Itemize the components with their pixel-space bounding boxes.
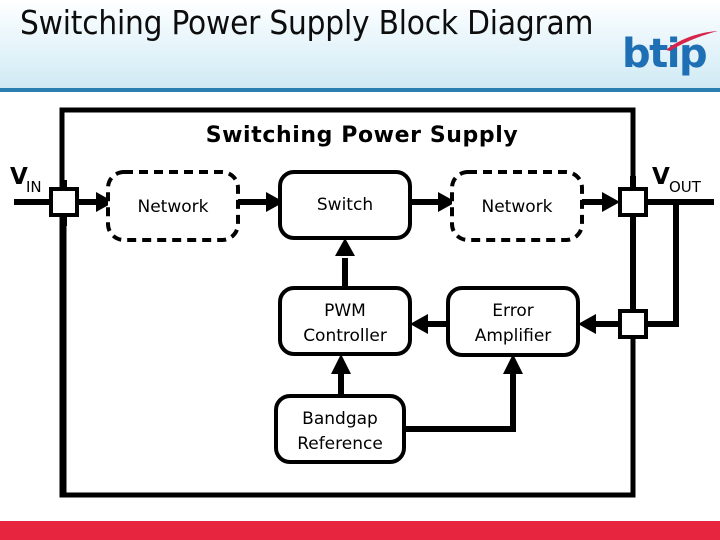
arrowhead-feedback-to-erramp bbox=[578, 314, 596, 334]
arrowhead-network-to-vout bbox=[602, 192, 620, 212]
swoosh-accent-icon bbox=[666, 31, 718, 51]
block-output-network-shape[interactable] bbox=[450, 170, 584, 242]
block-bandgap-reference-label-line1: Bandgap bbox=[302, 409, 378, 429]
block-input-network-label: Network bbox=[138, 197, 209, 217]
page-title: Switching Power Supply Block Diagram bbox=[20, 3, 594, 42]
block-pwm-controller-shape[interactable] bbox=[278, 286, 412, 356]
arrowhead-bandgap-to-erramp bbox=[503, 354, 523, 374]
block-error-amplifier-label-line2: Amplifier bbox=[475, 326, 552, 346]
terminal-vout[interactable]: V OUT bbox=[618, 164, 702, 217]
arrowhead-vin-to-network bbox=[96, 192, 114, 212]
footer-accent-band bbox=[0, 521, 720, 540]
block-switch-shape[interactable] bbox=[278, 170, 412, 240]
wire-bandgap-to-erramp bbox=[404, 374, 516, 432]
block-pwm-controller-label-line2: Controller bbox=[303, 326, 387, 346]
block-error-amplifier-label-line1: Error bbox=[492, 301, 533, 321]
diagram-caption: Switching Power Supply bbox=[206, 123, 519, 148]
terminal-vin[interactable]: V IN bbox=[10, 164, 79, 217]
block-pwm-controller-label-line1: PWM bbox=[324, 301, 366, 321]
btip-logo[interactable]: btip bbox=[622, 31, 718, 84]
block-output-network-label: Network bbox=[482, 197, 553, 217]
arrowhead-network-to-switch bbox=[266, 192, 284, 212]
arrowhead-bandgap-to-pwm bbox=[331, 354, 351, 374]
header-divider-rule bbox=[0, 88, 720, 92]
logo-wordmark: btip bbox=[622, 31, 708, 77]
terminal-vin-label: V bbox=[10, 164, 28, 190]
terminal-vin-square[interactable] bbox=[49, 187, 79, 217]
slide-header bbox=[0, 0, 720, 90]
block-error-amplifier-shape[interactable] bbox=[446, 286, 580, 357]
terminal-vin-sublabel: IN bbox=[26, 178, 42, 196]
block-pwm-controller[interactable]: PWM Controller bbox=[278, 286, 412, 356]
block-diagram: Switching Power Supply bbox=[10, 107, 714, 498]
terminal-vout-label: V bbox=[652, 164, 670, 190]
arrowhead-switch-to-network bbox=[438, 192, 456, 212]
terminal-feedback-square[interactable] bbox=[618, 309, 648, 339]
block-input-network[interactable]: Network bbox=[106, 170, 240, 242]
block-input-network-shape[interactable] bbox=[106, 170, 240, 242]
wire-vout-sense-branch bbox=[648, 202, 679, 327]
arrowhead-erramp-to-pwm bbox=[410, 314, 428, 334]
arrowhead-pwm-to-switch bbox=[335, 238, 355, 256]
block-bandgap-reference-label-line2: Reference bbox=[297, 434, 383, 454]
block-output-network[interactable]: Network bbox=[450, 170, 584, 242]
block-bandgap-reference-shape[interactable] bbox=[274, 394, 406, 464]
terminal-feedback[interactable] bbox=[618, 309, 648, 339]
terminal-vout-square[interactable] bbox=[618, 187, 648, 217]
block-bandgap-reference[interactable]: Bandgap Reference bbox=[274, 394, 406, 464]
block-switch[interactable]: Switch bbox=[278, 170, 412, 240]
terminal-vout-sublabel: OUT bbox=[669, 178, 702, 196]
block-switch-label: Switch bbox=[317, 195, 373, 215]
block-error-amplifier[interactable]: Error Amplifier bbox=[446, 286, 580, 357]
